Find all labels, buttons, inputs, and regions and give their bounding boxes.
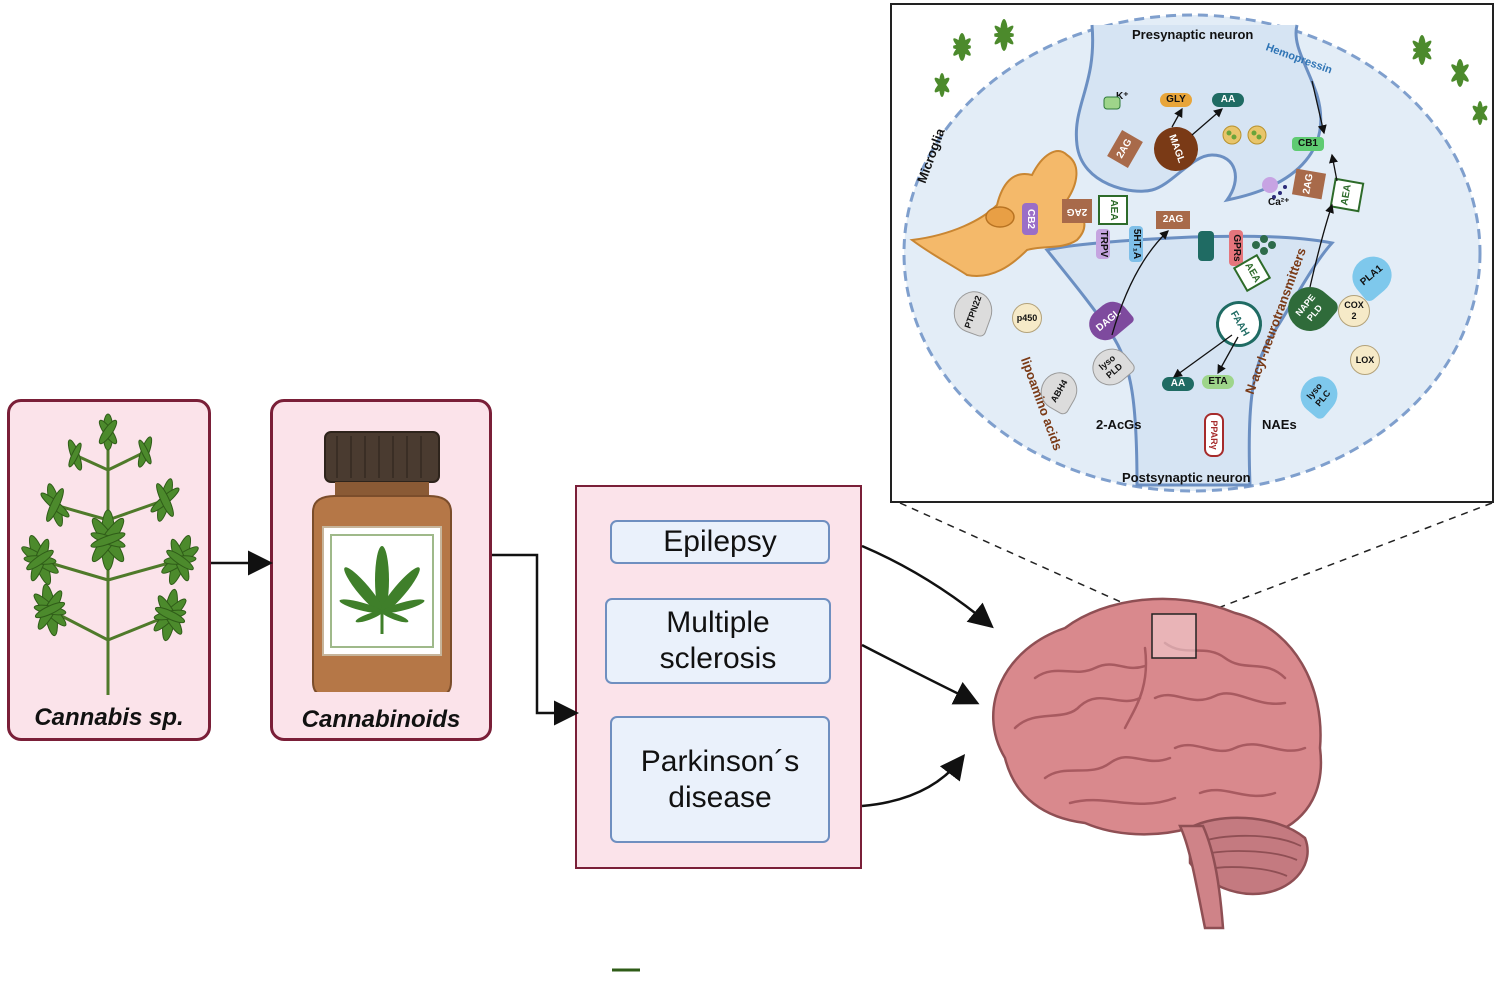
cannabis-label: Cannabis sp. <box>34 704 184 731</box>
arrow-ms-to-brain <box>861 643 980 705</box>
p450-enzyme: p450 <box>1012 303 1042 333</box>
lox-enzyme: LOX <box>1350 345 1380 375</box>
synapse-illustration <box>902 13 1488 493</box>
arrow-cannabinoids-to-diseases <box>492 553 579 726</box>
gly-badge: GLY <box>1160 93 1192 107</box>
ca-ion-label: Ca²⁺ <box>1268 197 1290 208</box>
zoom-line-right <box>1196 502 1493 617</box>
brain-icon <box>992 597 1323 930</box>
disease-multiple-sclerosis: Multiple sclerosis <box>605 598 831 684</box>
disease-parkinsons: Parkinson´s disease <box>610 716 830 843</box>
cox2-enzyme: COX 2 <box>1338 295 1370 327</box>
eta-badge: ETA <box>1202 375 1234 389</box>
aa-bottom-badge: AA <box>1162 377 1194 391</box>
two-ag-synapse: 2AG <box>1156 211 1190 229</box>
cannabis-plant-icon <box>21 413 199 695</box>
naes-label: NAEs <box>1262 417 1297 432</box>
cb1-receptor: CB1 <box>1292 137 1324 151</box>
cannabis-panel: Cannabis sp. <box>7 399 211 741</box>
medicine-bottle-icon <box>312 431 452 692</box>
presynaptic-label: Presynaptic neuron <box>1132 27 1254 42</box>
brain-zoom-square <box>1151 613 1197 659</box>
cannabinoids-label: Cannabinoids <box>301 706 461 733</box>
arrow-parkinsons-to-brain <box>861 754 966 808</box>
disease-epilepsy: Epilepsy <box>610 520 830 564</box>
cannabinoids-panel: Cannabinoids <box>270 399 492 741</box>
arrow-epilepsy-to-brain <box>861 544 994 629</box>
two-acgs-label: 2-AcGs <box>1096 417 1142 432</box>
k-ion-label: K⁺ <box>1116 91 1129 102</box>
inset-arrows <box>1103 80 1338 378</box>
postsynaptic-label: Postsynaptic neuron <box>1122 470 1251 485</box>
aa-top-badge: AA <box>1212 93 1244 107</box>
synapse-inset: Presynaptic neuron Postsynaptic neuron M… <box>890 3 1494 503</box>
